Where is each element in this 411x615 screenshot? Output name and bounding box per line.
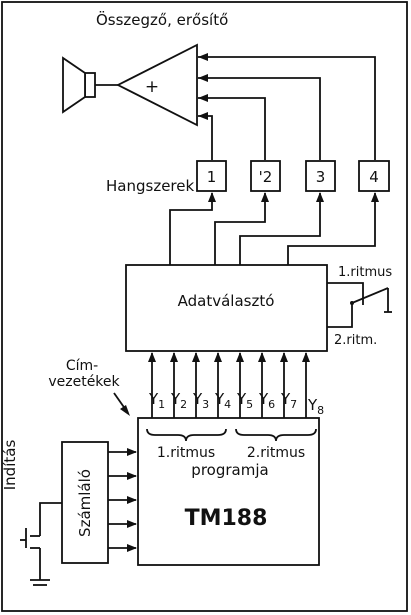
rhythm2-label: 2.ritm. [334,333,377,348]
instrument-label-1: 1 [207,168,217,186]
y-label-7: Y7 [280,390,297,411]
rom-rhythm1-label: 1.ritmus [157,445,215,461]
instrument-box-3: 3 [305,160,336,192]
rhythm1-brace [146,428,227,442]
instrument-box-4: 4 [358,160,390,192]
address-label-line2: vezetékek [48,374,120,390]
y-label-1: Y1 [148,390,165,411]
y-label-4: Y4 [214,390,231,411]
instruments-label: Hangszerek [106,177,194,195]
rom-rhythm2-label: 2.ritmus [247,445,305,461]
amplifier-plus-sign: + [145,77,159,97]
instrument-box-1: 1 [196,160,227,192]
rom-name: TM188 [185,506,268,531]
counter-box [61,441,109,564]
instrument-label-2: '2 [259,168,273,186]
instrument-label-3: 3 [316,168,326,186]
y-label-6: Y6 [258,390,275,411]
instrument-box-2: '2 [250,160,281,192]
y-label-5: Y5 [236,390,253,411]
y-label-8: Y8 [307,396,324,417]
selector-box [125,264,328,352]
amplifier-title: Összegző, erősítő [96,10,228,29]
counter-label: Számláló [76,469,94,537]
address-pointer-arrow [120,405,130,416]
rhythm1-label: 1.ritmus [338,265,392,280]
y-label-2: Y2 [170,390,187,411]
rhythm2-brace [235,428,317,442]
address-wires [108,448,137,552]
y-label-3: Y3 [192,390,209,411]
instrument-label-4: 4 [369,168,379,186]
rhythm-switch [327,282,392,328]
amplifier-input-wires [198,53,376,160]
rom-program-label: programja [191,461,268,479]
start-label: Indítás [1,440,19,491]
selector-label: Adatválasztó [178,292,275,310]
address-label-line1: Cím- [66,358,98,374]
y-output-wires [148,352,310,418]
speaker-icon [62,56,96,114]
rom-box [137,417,320,566]
amplifier-triangle [116,43,198,127]
start-button-symbol [20,502,62,586]
selector-to-instrument-wires [169,192,379,265]
y-output-labels: Y1 Y2 Y3 Y4 Y5 Y6 Y7 Y8 [148,390,324,417]
